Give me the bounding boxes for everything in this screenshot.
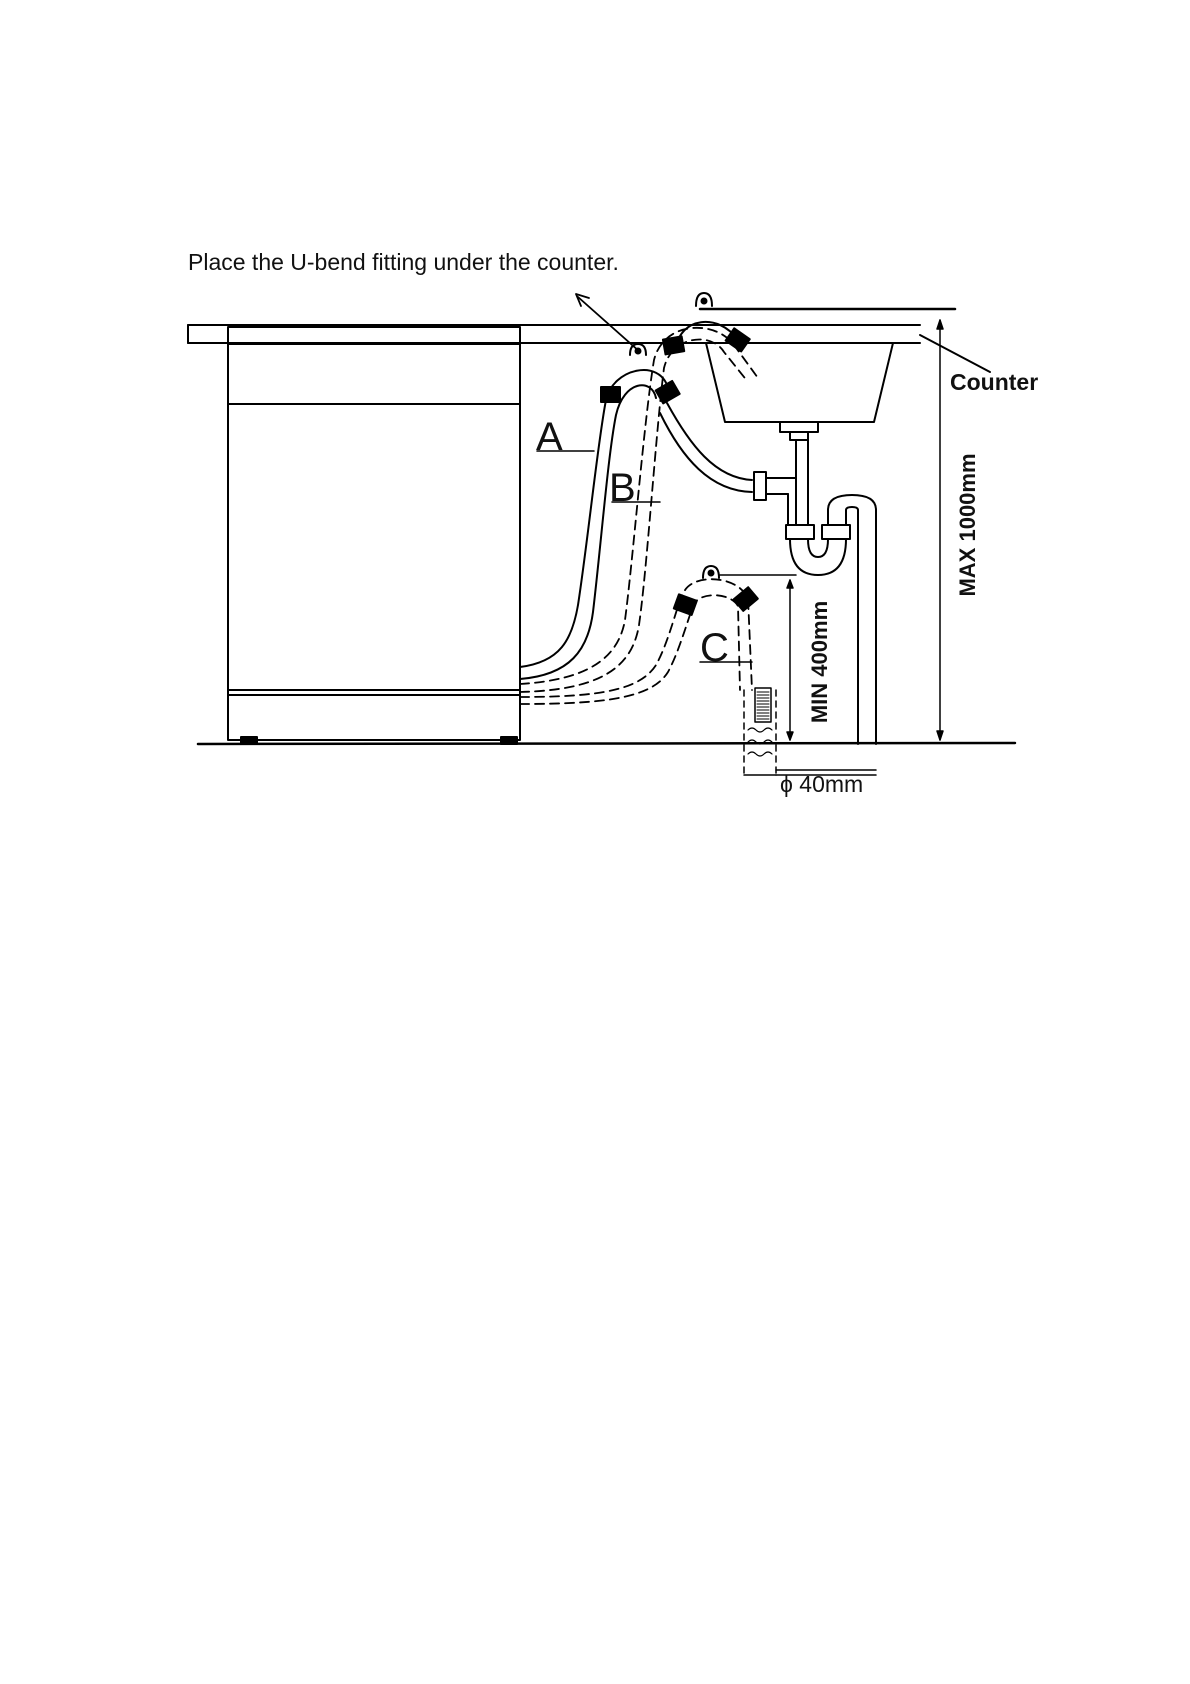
hose-a-label: A [536, 415, 563, 459]
sink [706, 343, 893, 525]
pipe-diameter-label: ϕ 40mm [780, 771, 863, 797]
max-height-label: MAX 1000mm [955, 453, 980, 596]
max-height-dimension [937, 320, 943, 740]
counter-pointer-line [920, 335, 990, 372]
hose-hook-b [696, 293, 712, 306]
floor-line [198, 743, 1015, 744]
hose-hook-c [703, 566, 719, 578]
hose-b-clamp-left [663, 336, 684, 354]
min-height-label: MIN 400mm [807, 601, 832, 723]
counter-label: Counter [950, 369, 1038, 395]
hose-c-clamp-right [734, 587, 758, 611]
hose-c-label: C [700, 626, 729, 670]
sink-trap [660, 403, 876, 744]
hose-b-label: B [609, 466, 636, 510]
dishwasher [228, 327, 520, 744]
hose-c-clamp-left [674, 594, 697, 615]
